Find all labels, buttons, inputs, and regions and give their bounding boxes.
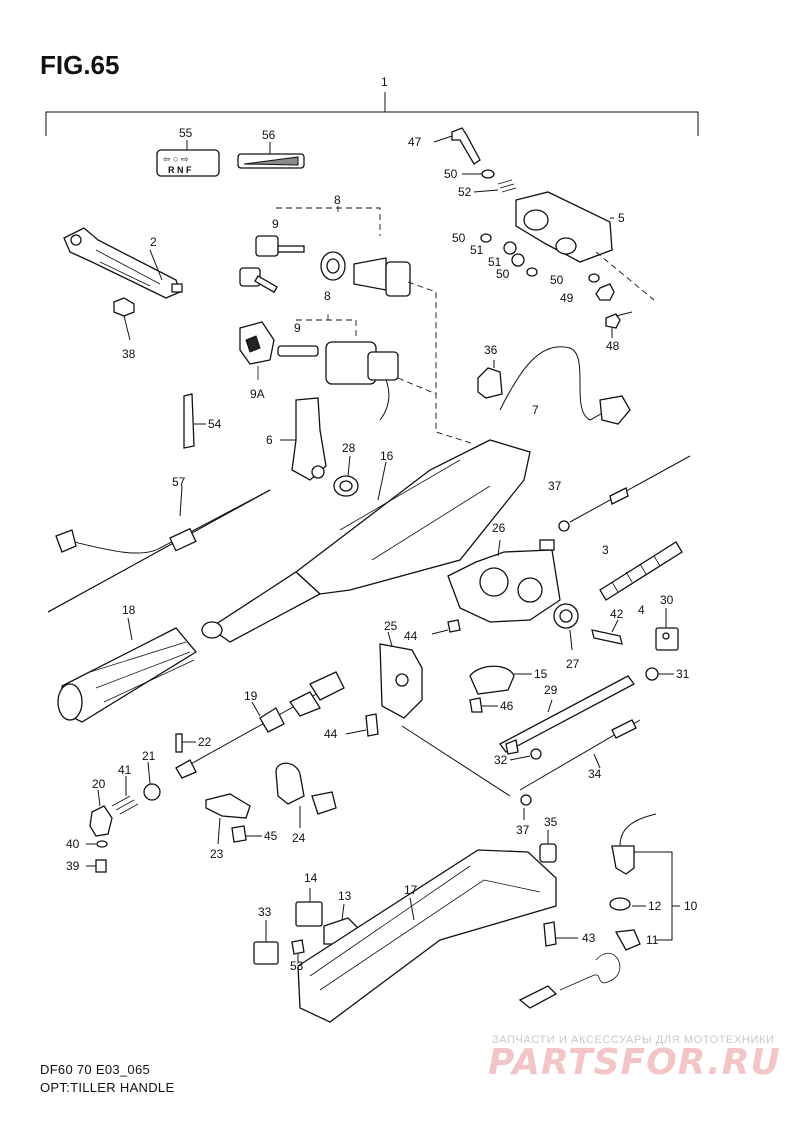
- callout-41: 41: [118, 763, 132, 777]
- callout-2: 2: [150, 235, 157, 249]
- gear-shift-bracket: [345, 619, 511, 797]
- callout-29: 29: [544, 683, 558, 697]
- callout-36: 36: [484, 343, 498, 357]
- harness-cable: [477, 346, 631, 425]
- callout-22: 22: [198, 735, 212, 749]
- watermark-tagline: ЗАПЧАСТИ И АКСЕССУАРЫ ДЛЯ МОТОТЕХНИКИ: [492, 1034, 775, 1046]
- plate-arrows: ⇦ ○ ⇨: [163, 154, 189, 164]
- callout-51b: 51: [488, 255, 502, 269]
- callout-8b: 8: [324, 289, 331, 303]
- callout-13: 13: [338, 889, 352, 903]
- callout-50d: 50: [550, 273, 564, 287]
- callout-45: 45: [264, 829, 278, 843]
- callout-25: 25: [384, 619, 398, 633]
- callout-49: 49: [560, 291, 574, 305]
- tiller-handle-body: [57, 439, 531, 723]
- shift-rod-assembly: [175, 671, 345, 779]
- callout-43: 43: [582, 931, 596, 945]
- callout-48: 48: [606, 339, 620, 353]
- shift-lever-bracket: [63, 227, 183, 341]
- callout-11: 11: [646, 933, 659, 947]
- callout-10: 10: [684, 899, 698, 913]
- callout-21: 21: [142, 749, 156, 763]
- callout-33: 33: [258, 905, 272, 919]
- callout-40: 40: [66, 837, 80, 851]
- ignition-key-set: [239, 206, 437, 394]
- callout-26: 26: [492, 521, 506, 535]
- callout-50a: 50: [444, 167, 458, 181]
- callout-8a: 8: [334, 193, 341, 207]
- callout-35: 35: [544, 815, 558, 829]
- callout-1: 1: [381, 75, 388, 89]
- callout-31: 31: [676, 667, 690, 681]
- callout-20: 20: [92, 777, 106, 791]
- callout-9A: 9A: [250, 387, 265, 401]
- callout-42: 42: [610, 607, 624, 621]
- throttle-cable: [558, 455, 691, 601]
- handle-tray: [297, 849, 557, 1023]
- callout-54: 54: [208, 417, 222, 431]
- stop-switch-group: [239, 314, 475, 445]
- model-code: DF60 70 E03_065: [40, 1062, 151, 1077]
- callout-28: 28: [342, 441, 356, 455]
- mount-bracket-hardware: [433, 127, 655, 338]
- figure-caption: OPT:TILLER HANDLE: [40, 1080, 175, 1095]
- callout-18: 18: [122, 603, 136, 617]
- assembly-bracket: [45, 92, 699, 136]
- stop-switch-lanyard: [518, 813, 680, 1009]
- shift-knob-and-cable: [469, 665, 641, 820]
- small-levers: [183, 393, 359, 497]
- callout-52: 52: [458, 185, 472, 199]
- callout-3: 3: [602, 543, 609, 557]
- callout-6: 6: [266, 433, 273, 447]
- callout-39: 39: [66, 859, 80, 873]
- callout-56: 56: [262, 128, 276, 142]
- callout-9a: 9: [272, 217, 279, 231]
- callout-15: 15: [534, 667, 548, 681]
- shift-indicator-plate: ⇦ ○ ⇨ R N F: [156, 140, 220, 177]
- callout-19: 19: [244, 689, 258, 703]
- callout-24: 24: [292, 831, 306, 845]
- callout-9b: 9: [294, 321, 301, 335]
- callout-4: 4: [638, 603, 645, 617]
- small-hardware-right: [591, 608, 679, 681]
- callout-44b: 44: [324, 727, 338, 741]
- decal-strip: [237, 142, 305, 169]
- callout-30: 30: [660, 593, 674, 607]
- callout-labels: 1 55 56 47 50 52 8 5 9 2 50 51 51 50 50 …: [66, 75, 698, 973]
- callout-17: 17: [404, 883, 418, 897]
- throttle-mechanism: [447, 539, 579, 651]
- callout-53: 53: [290, 959, 304, 973]
- figure-title: FIG.65: [40, 50, 120, 80]
- callout-5: 5: [618, 211, 625, 225]
- callout-7: 7: [532, 403, 539, 417]
- callout-44a: 44: [404, 629, 418, 643]
- callout-32: 32: [494, 753, 508, 767]
- callout-50c: 50: [496, 267, 510, 281]
- callout-16: 16: [380, 449, 394, 463]
- callout-55: 55: [179, 126, 193, 140]
- clamp-parts: [205, 762, 337, 845]
- callout-23: 23: [210, 847, 224, 861]
- callout-27: 27: [566, 657, 580, 671]
- callout-57: 57: [172, 475, 186, 489]
- callout-47: 47: [408, 135, 422, 149]
- callout-51a: 51: [470, 243, 484, 257]
- throttle-rod: [47, 485, 271, 613]
- callout-34: 34: [588, 767, 602, 781]
- detent-parts-left: [86, 761, 161, 873]
- plate-letters: R N F: [168, 165, 192, 175]
- callout-12: 12: [648, 899, 662, 913]
- callout-50b: 50: [452, 231, 466, 245]
- callout-14: 14: [304, 871, 318, 885]
- callout-46: 46: [500, 699, 514, 713]
- watermark-logo: PARTSFOR.RU: [488, 1042, 781, 1083]
- callout-37a: 37: [548, 479, 562, 493]
- callout-37b: 37: [516, 823, 530, 837]
- callout-38: 38: [122, 347, 136, 361]
